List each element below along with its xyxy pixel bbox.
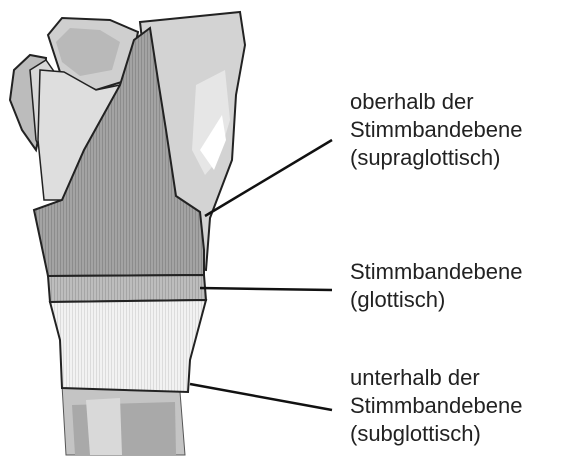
subglottic-label: unterhalb der Stimmbandebene (subglottis… xyxy=(350,364,522,448)
subglottic-label-line-2: Stimmbandebene xyxy=(350,392,522,420)
subglottic-leader-line xyxy=(190,384,332,410)
subglottic-label-line-1: unterhalb der xyxy=(350,364,522,392)
supraglottic-label: oberhalb der Stimmbandebene (supraglotti… xyxy=(350,88,522,172)
glottic-region xyxy=(48,275,206,302)
glottic-label-line-2: (glottisch) xyxy=(350,286,522,314)
supraglottic-label-line-1: oberhalb der xyxy=(350,88,522,116)
supraglottic-label-line-3: (supraglottisch) xyxy=(350,144,522,172)
trachea xyxy=(62,385,185,455)
subglottic-region xyxy=(50,300,206,392)
glottic-leader-line xyxy=(200,288,332,290)
glottic-label: Stimmbandebene (glottisch) xyxy=(350,258,522,314)
subglottic-label-line-3: (subglottisch) xyxy=(350,420,522,448)
supraglottic-label-line-2: Stimmbandebene xyxy=(350,116,522,144)
glottic-label-line-1: Stimmbandebene xyxy=(350,258,522,286)
